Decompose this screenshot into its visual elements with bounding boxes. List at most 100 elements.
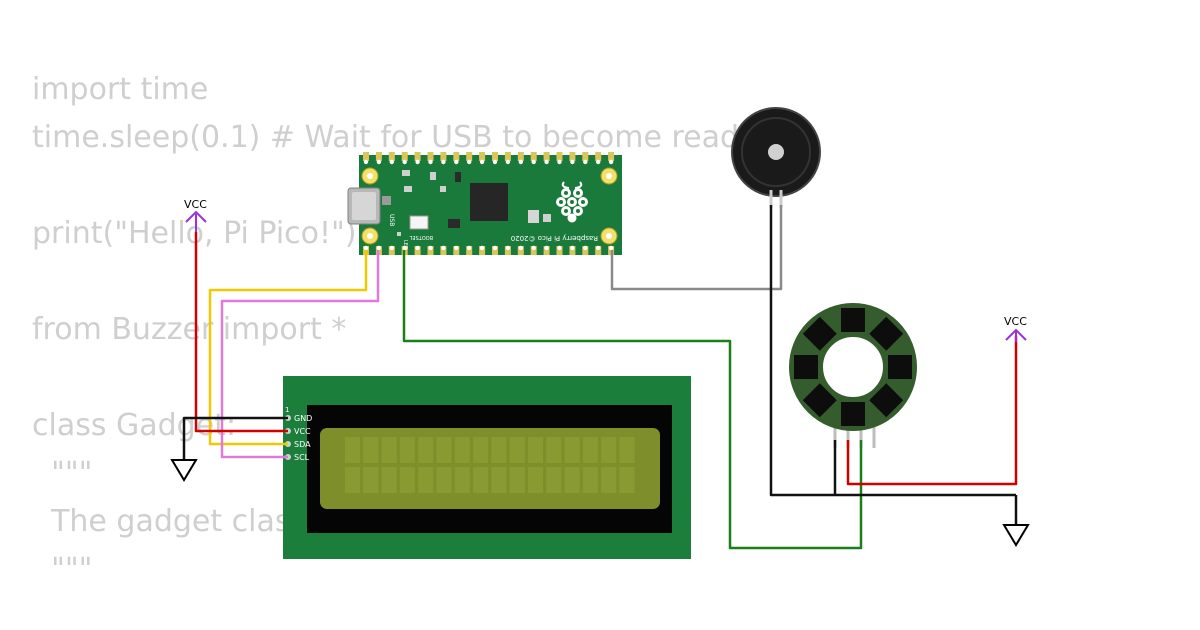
pico-pin[interactable]: [608, 152, 615, 161]
pico-pin[interactable]: [427, 152, 434, 161]
raspberry-pi-pico-board[interactable]: USB LED BOOTSEL Raspberry Pi Pico ©2020: [347, 152, 622, 255]
neopixel-led[interactable]: [841, 402, 865, 426]
pico-pin[interactable]: [517, 152, 524, 161]
lcd-char-cell: [546, 467, 562, 493]
piezo-buzzer[interactable]: [731, 107, 821, 208]
lcd-char-cell: [546, 437, 562, 463]
lcd-char-cell: [528, 467, 543, 493]
wire-neopixel-vcc-red[interactable]: [846, 336, 1018, 486]
pico-pin[interactable]: [530, 246, 537, 255]
lcd-pin-scl-label: SCL: [294, 453, 310, 462]
lcd-char-cell: [582, 437, 598, 463]
pico-pin[interactable]: [440, 152, 447, 161]
ring-leds: [794, 308, 912, 426]
pico-pin[interactable]: [466, 246, 473, 255]
pico-pin[interactable]: [517, 246, 524, 255]
pico-pin[interactable]: [582, 246, 589, 255]
pico-pin[interactable]: [453, 246, 460, 255]
raspberry-icon: [556, 181, 588, 223]
pico-pin[interactable]: [388, 152, 395, 161]
pico-pin[interactable]: [504, 246, 511, 255]
ground-symbol-left: [170, 459, 198, 482]
wire-lcd-vcc-red[interactable]: [194, 232, 288, 433]
pico-pin[interactable]: [556, 246, 563, 255]
lcd-char-cell: [399, 437, 415, 463]
pico-pin[interactable]: [466, 152, 473, 161]
pico-pin[interactable]: [375, 152, 382, 161]
led-label: LED: [402, 240, 408, 250]
ground-triangle-icon: [1002, 524, 1030, 547]
pico-pin[interactable]: [543, 152, 550, 161]
lcd-char-cell: [491, 467, 507, 493]
wire-neopixel-data-green[interactable]: [402, 250, 863, 550]
neopixel-led[interactable]: [841, 308, 865, 332]
neopixel-led[interactable]: [869, 383, 904, 418]
lcd-char-cell: [491, 437, 507, 463]
pico-pin[interactable]: [543, 246, 550, 255]
background-code-text: import time time.sleep(0.1) # Wait for U…: [32, 72, 757, 587]
lcd-char-cell: [436, 437, 452, 463]
wire-buzzer-signal-gray[interactable]: [610, 205, 783, 291]
pico-brand-label: Raspberry Pi Pico ©2020: [511, 234, 598, 242]
pico-pin[interactable]: [595, 152, 602, 161]
wire-lcd-gnd-black[interactable]: [182, 416, 288, 460]
ground-triangle-icon: [170, 459, 198, 482]
pico-pin[interactable]: [453, 152, 460, 161]
neopixel-led[interactable]: [869, 316, 904, 351]
pico-pin[interactable]: [363, 152, 369, 161]
pico-pin[interactable]: [569, 246, 576, 255]
pico-pin[interactable]: [427, 246, 434, 255]
lcd-char-cell: [564, 467, 580, 493]
neopixel-led[interactable]: [888, 355, 912, 379]
pico-pin[interactable]: [556, 152, 563, 161]
rp2040-chip: [470, 183, 508, 221]
neopixel-ring[interactable]: [789, 303, 917, 448]
pico-pin[interactable]: [401, 152, 408, 161]
lcd-pin-vcc-label: VCC: [294, 427, 311, 436]
wire-sda-yellow[interactable]: [208, 250, 368, 446]
pico-pin[interactable]: [595, 246, 602, 255]
vcc-label-left: VCC: [184, 198, 207, 211]
lcd-pin-gnd-label: GND: [294, 414, 312, 423]
pico-pin-header-bottom: [363, 245, 615, 255]
bootsel-label: BOOTSEL: [409, 234, 433, 240]
neopixel-led[interactable]: [802, 383, 837, 418]
neopixel-led[interactable]: [802, 316, 837, 351]
arrow-up-icon: [185, 210, 207, 223]
pico-pin[interactable]: [492, 246, 498, 255]
lcd-pin-sda-label: SDA: [294, 440, 311, 449]
lcd-1602-display[interactable]: 1 GND VCC SDA SCL: [283, 376, 691, 559]
pico-pin[interactable]: [530, 152, 537, 161]
pico-pin[interactable]: [414, 246, 421, 255]
pico-pin[interactable]: [479, 246, 486, 255]
vcc-label-right: VCC: [1004, 315, 1027, 328]
lcd-char-cell: [619, 467, 635, 493]
pico-pin[interactable]: [388, 246, 395, 255]
wire-scl-pink[interactable]: [220, 250, 380, 459]
lcd-char-cell: [601, 437, 617, 463]
lcd-char-cell: [381, 437, 397, 463]
lcd-char-cell: [454, 437, 470, 463]
lcd-char-cell: [601, 467, 617, 493]
ground-symbol-right: [1002, 524, 1030, 547]
lcd-char-cell: [454, 467, 470, 493]
lcd-char-cell: [564, 437, 580, 463]
bootsel-button[interactable]: [409, 215, 429, 230]
lcd-char-cell: [363, 467, 379, 493]
lcd-char-cell: [418, 437, 434, 463]
pico-pin[interactable]: [582, 152, 589, 161]
wire-buzzer-gnd-black[interactable]: [769, 205, 1016, 497]
pico-pin[interactable]: [504, 152, 511, 161]
pico-pin[interactable]: [569, 152, 576, 161]
neopixel-led[interactable]: [794, 355, 818, 379]
lcd-pin1-label: 1: [285, 406, 289, 414]
vcc-symbol-right: VCC: [1004, 315, 1027, 342]
usb-label: USB: [388, 214, 395, 226]
pico-pin[interactable]: [479, 152, 486, 161]
lcd-character-cells: [345, 437, 635, 493]
pico-pin[interactable]: [492, 152, 498, 161]
pico-pin[interactable]: [414, 152, 421, 161]
pico-pin[interactable]: [440, 246, 447, 255]
lcd-char-cell: [345, 437, 360, 463]
